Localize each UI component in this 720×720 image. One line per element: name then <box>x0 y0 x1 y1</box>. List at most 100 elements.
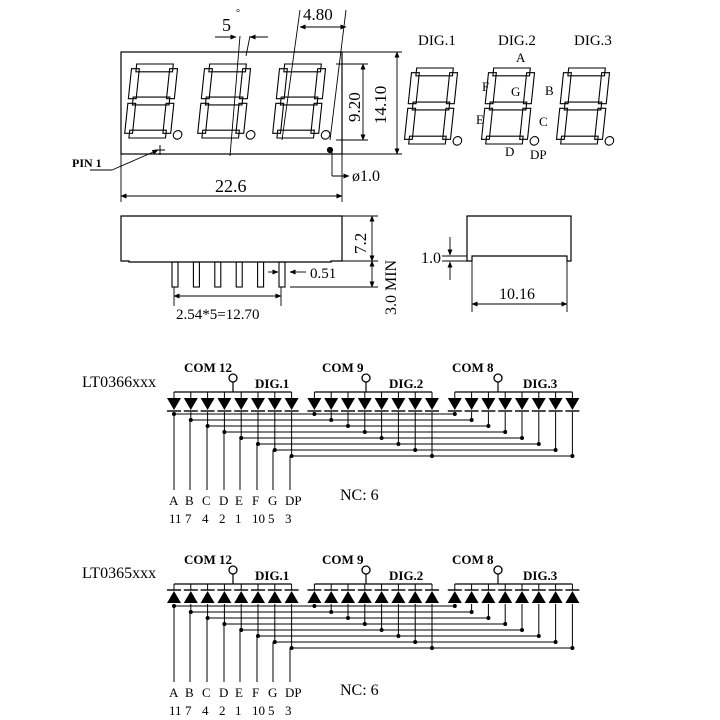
dig-label-3: DIG.3 <box>523 568 558 583</box>
led-diode <box>498 589 513 603</box>
com-terminal <box>361 565 371 575</box>
led-diode <box>481 398 496 412</box>
dig-label-2: DIG.2 <box>389 376 423 391</box>
segment-d-label: D <box>505 144 514 159</box>
dig-label-3: DIG.3 <box>523 376 558 391</box>
led-diode <box>425 589 439 603</box>
top-digit-3 <box>272 63 331 140</box>
pin-number-label: 4 <box>202 703 209 718</box>
pin-number-label: 10 <box>252 511 265 526</box>
led-diode <box>548 398 563 412</box>
segment-e-label: E <box>476 112 484 127</box>
step-dim-label: 1.0 <box>421 250 441 267</box>
led-diode <box>234 398 249 412</box>
led-diode <box>498 398 513 412</box>
pin-number-label: 1 <box>235 511 242 526</box>
led-diode <box>183 398 198 412</box>
body-width-dim-label: 22.6 <box>215 176 247 196</box>
led-diode <box>267 589 282 603</box>
body-height-dim-label: 14.10 <box>371 86 390 124</box>
pin-number-label: 10 <box>252 703 265 718</box>
led-diode <box>425 398 439 412</box>
led-diode <box>200 589 215 603</box>
nc-label-lt0365: NC: 6 <box>340 682 379 699</box>
segment-key-drawing: DIG.1 DIG.2 DIG.3 A B C D E F G DP <box>403 33 615 162</box>
led-diode <box>357 398 372 412</box>
pin1-label: PIN 1 <box>72 156 102 170</box>
led-diode <box>447 589 462 603</box>
body-thickness-dim-label: 7.2 <box>351 233 370 254</box>
led-diode <box>284 589 299 603</box>
segment-pin-label: D <box>219 493 228 508</box>
lead-pin <box>278 261 286 288</box>
led-diode <box>548 589 563 603</box>
pin-number-label: 3 <box>285 703 292 718</box>
dig-label-1: DIG.1 <box>255 376 289 391</box>
segment-pin-label: C <box>202 685 211 700</box>
segment-g-label: G <box>511 84 520 99</box>
led-diode <box>391 398 406 412</box>
led-diode <box>408 398 423 412</box>
segment-pin-label: D <box>219 685 228 700</box>
led-diode <box>515 398 529 412</box>
com-terminal <box>493 565 503 575</box>
segment-b-label: B <box>545 83 554 98</box>
digit-1-label: DIG.1 <box>418 33 456 49</box>
segment-height-dim-label: 9.20 <box>345 92 364 122</box>
com-terminal <box>493 373 503 383</box>
segment-pin-label: E <box>235 493 243 508</box>
segment-dp-label: DP <box>530 147 547 162</box>
segment-pin-label: A <box>169 685 179 700</box>
led-diode <box>464 398 479 412</box>
led-diode <box>515 589 529 603</box>
led-diode <box>234 589 249 603</box>
com-terminal <box>361 373 371 383</box>
led-diode <box>481 589 496 603</box>
pitch-dim-label: 4.80 <box>303 5 333 24</box>
led-diode <box>565 398 580 412</box>
segment-pin-label: E <box>235 685 243 700</box>
pin-number-label: 11 <box>169 511 182 526</box>
digit-3-label: DIG.3 <box>574 33 612 49</box>
pin-number-label: 2 <box>219 511 226 526</box>
led-diode <box>217 589 232 603</box>
segment-pin-label: F <box>252 493 259 508</box>
led-diode <box>391 589 406 603</box>
led-diode <box>251 589 265 603</box>
pin-number-label: 5 <box>268 703 275 718</box>
led-diode <box>324 398 339 412</box>
dig-label-1: DIG.1 <box>255 568 289 583</box>
led-diode <box>531 589 546 603</box>
end-width-dim-label: 10.16 <box>499 286 535 303</box>
led-diode <box>324 589 339 603</box>
led-diode <box>167 589 181 603</box>
segment-pin-label: B <box>185 685 194 700</box>
com-label-1: COM 12 <box>184 552 232 567</box>
pin-pitch-dim-label: 2.54*5=12.70 <box>176 307 259 323</box>
segment-f-label: F <box>482 79 489 94</box>
led-diode <box>183 589 198 603</box>
segment-pin-label: A <box>169 493 179 508</box>
led-diode <box>374 398 389 412</box>
lead-pin <box>257 261 265 288</box>
lead-pin <box>214 261 222 288</box>
key-digit-2 <box>480 67 540 146</box>
angle-dim-label: 5 <box>222 15 231 35</box>
pin-number-label: 7 <box>185 511 192 526</box>
end-view-drawing <box>442 215 572 312</box>
pin-number-label: 3 <box>285 511 292 526</box>
com-label-2: COM 9 <box>322 360 364 375</box>
led-diode <box>531 398 546 412</box>
segment-pin-label: G <box>268 493 277 508</box>
top-digit-1 <box>124 63 183 140</box>
segment-pin-label: B <box>185 493 194 508</box>
segment-pin-label: C <box>202 493 211 508</box>
pin-hole-dim-label: ø1.0 <box>352 168 380 185</box>
led-diode <box>464 589 479 603</box>
segment-c-label: C <box>539 114 548 129</box>
segment-pin-label: G <box>268 685 277 700</box>
led-diode <box>408 589 423 603</box>
side-body-outline <box>120 215 343 263</box>
